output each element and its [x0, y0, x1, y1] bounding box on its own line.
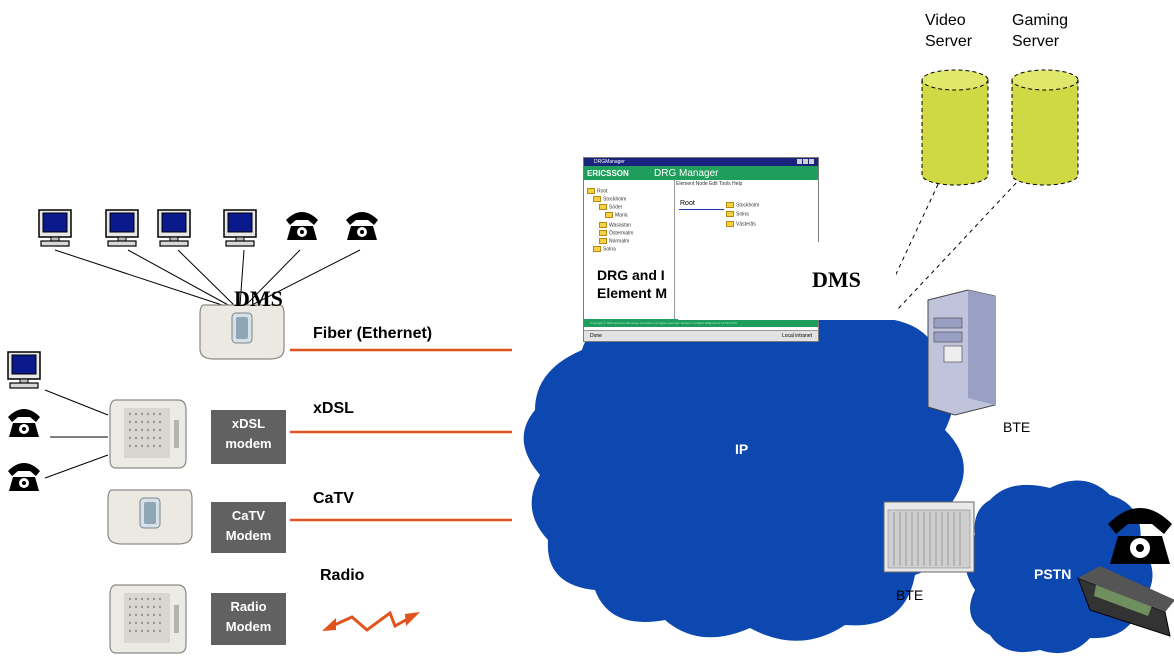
app-title: DRG Manager	[654, 168, 719, 179]
gaming-server-icon	[1011, 69, 1079, 186]
server-tower-icon	[927, 289, 996, 416]
node-list[interactable]: Stockholm Solna Västerås	[726, 202, 759, 230]
window-titlebar: DRGManager	[584, 158, 818, 166]
radio-label: Radio	[320, 567, 365, 584]
root-label: Root	[680, 200, 695, 207]
monitor-icon	[157, 209, 191, 247]
brand-bar: ERICSSON DRG Manager	[584, 166, 818, 180]
catv-label: CaTV	[313, 490, 354, 507]
status-bar: Copyright © 2001 Ericsson Business Innov…	[584, 319, 818, 327]
phone-icon	[346, 212, 378, 240]
browser-status-bar: Done Local intranet	[584, 330, 818, 341]
mobile-phone-icon	[1077, 566, 1174, 637]
ericsson-logo: ERICSSON	[587, 169, 629, 178]
telephone-icon	[1108, 508, 1172, 564]
ip-cloud	[523, 309, 964, 641]
bte-label: BTE	[896, 587, 924, 603]
menu-bar[interactable]: Element Node Edit Tools Help	[676, 181, 743, 187]
radio-wave	[329, 610, 414, 632]
phone-icon	[8, 463, 40, 491]
pstn-label: PSTN	[1034, 566, 1072, 582]
rack-icon	[883, 501, 975, 573]
phone-icon	[286, 212, 318, 240]
phone-icon	[8, 409, 40, 437]
dms-label: DMS	[234, 286, 283, 311]
router-icon	[199, 304, 285, 360]
window-controls[interactable]	[796, 159, 816, 165]
monitor-icon	[223, 209, 257, 247]
ip-label: IP	[735, 441, 749, 457]
tree-view[interactable]: Root Stockholm Söder Maria Wasastan Öste…	[587, 188, 673, 328]
fiber-label: Fiber (Ethernet)	[313, 325, 433, 342]
video-server-icon	[921, 69, 989, 186]
dms-panel	[678, 242, 896, 320]
xdsl-label: xDSL	[313, 400, 354, 417]
modem-device-icon	[109, 584, 187, 654]
bte-label: BTE	[1003, 419, 1031, 435]
dms-label: DMS	[812, 267, 861, 292]
router-icon	[107, 489, 193, 545]
modem-device-icon	[109, 399, 187, 469]
monitor-icon	[105, 209, 139, 247]
monitor-icon	[38, 209, 72, 247]
monitor-icon	[7, 351, 41, 389]
